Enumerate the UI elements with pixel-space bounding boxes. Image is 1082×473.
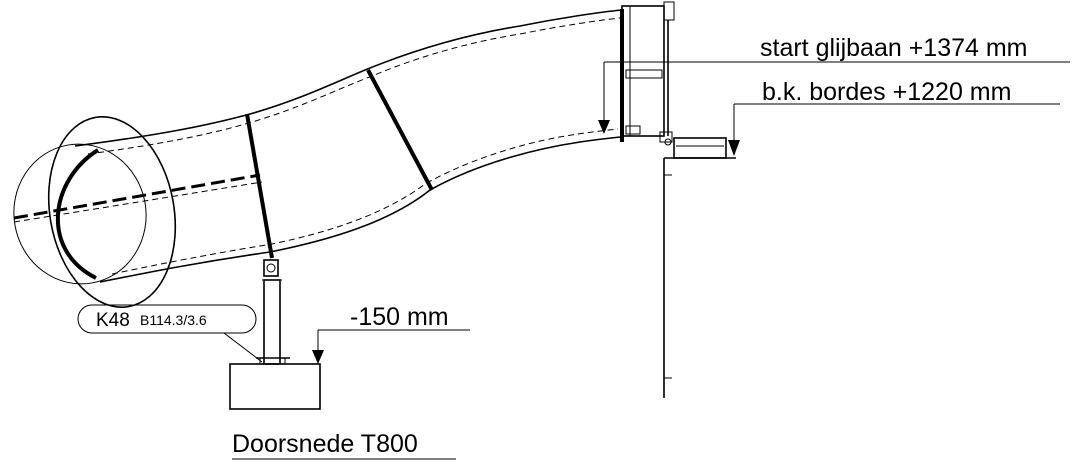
foundation-block — [229, 363, 321, 410]
foundation-depth-label: -150 mm — [350, 303, 449, 331]
part-label — [77, 304, 263, 363]
platform — [664, 137, 736, 159]
start-flange — [621, 1, 675, 146]
support-leg — [256, 259, 290, 365]
section-title: Doorsnede T800 — [232, 430, 418, 458]
part-code-label: K48 — [96, 310, 130, 331]
platform-top-marker — [728, 103, 1060, 156]
platform-top-label: b.k. bordes +1220 mm — [762, 78, 1011, 106]
start-slide-label: start glijbaan +1374 mm — [760, 34, 1028, 62]
start-slide-marker — [598, 61, 1070, 134]
foundation-depth-marker — [312, 329, 470, 364]
slide-tube — [13, 9, 624, 308]
platform-post — [663, 158, 672, 398]
part-ref-label: B114.3/3.6 — [140, 312, 207, 328]
